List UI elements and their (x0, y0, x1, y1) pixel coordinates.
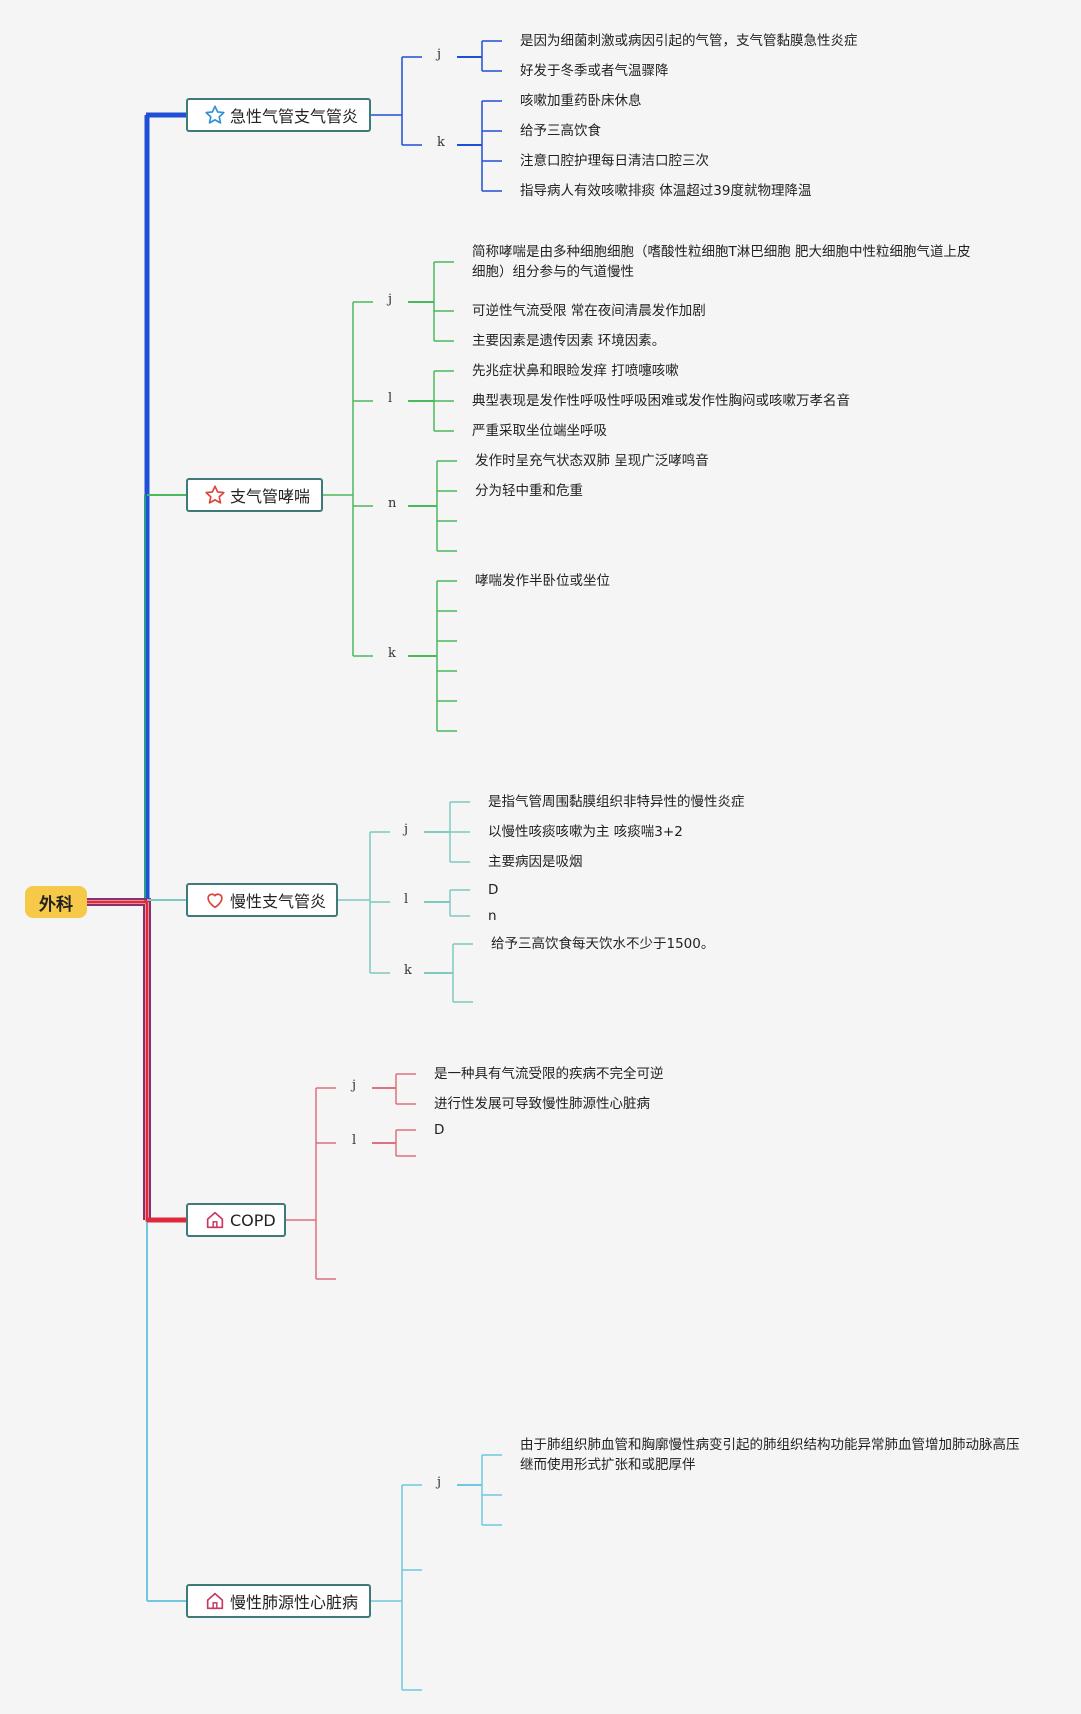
topic-node[interactable]: COPD (186, 1203, 286, 1237)
leaf-text: 严重采取坐位端坐呼吸 (472, 423, 607, 439)
leaf-text: 由于肺组织肺血管和胸廓慢性病变引起的肺组织结构功能异常肺血管增加肺动脉高压继而使… (520, 1437, 1020, 1473)
leaf-text: 好发于冬季或者气温骤降 (520, 63, 669, 79)
group-label: n (388, 496, 397, 511)
star-icon (204, 484, 226, 506)
topic-title: COPD (230, 1210, 276, 1230)
leaf-text: n (488, 908, 497, 924)
group-label: l (404, 892, 409, 907)
group-label: k (388, 646, 396, 661)
group-label: j (404, 822, 409, 837)
root-branch-purple (87, 898, 186, 1221)
leaf-text: 指导病人有效咳嗽排痰 体温超过39度就物理降温 (520, 183, 812, 199)
group-label: j (437, 47, 442, 62)
leaf-text: 给予三高饮食 (520, 123, 601, 139)
topic-title: 支气管哮喘 (230, 487, 311, 506)
leaf-text: 分为轻中重和危重 (475, 483, 583, 499)
heart-icon (204, 889, 226, 911)
root-branch-red (87, 900, 186, 1222)
root-label: 外科 (39, 894, 73, 915)
leaf-text: 发作时呈充气状态双肺 呈现广泛哮鸣音 (475, 453, 709, 469)
leaf-text: 进行性发展可导致慢性肺源性心脏病 (434, 1096, 650, 1112)
leaf-text: 注意口腔护理每日清洁口腔三次 (520, 153, 709, 169)
group-label: j (437, 1475, 442, 1490)
topic-title: 慢性肺源性心脏病 (230, 1593, 359, 1612)
leaf-text: 是因为细菌刺激或病因引起的气管，支气管黏膜急性炎症 (520, 33, 858, 49)
leaf-text: 哮喘发作半卧位或坐位 (475, 573, 610, 589)
topic-title: 急性气管支气管炎 (230, 107, 359, 126)
group-label: j (352, 1078, 357, 1093)
leaf-text: 给予三高饮食每天饮水不少于1500。 (491, 936, 715, 952)
leaf-text: 典型表现是发作性呼吸性呼吸困难或发作性胸闷或咳嗽万孝名音 (472, 393, 850, 409)
leaf-text: D (434, 1122, 445, 1138)
leaf-text: 是指气管周围黏膜组织非特异性的慢性炎症 (488, 794, 745, 810)
home-icon (204, 1590, 226, 1612)
topic-node[interactable]: 慢性肺源性心脏病 (186, 1584, 371, 1618)
topic-node[interactable]: 支气管哮喘 (186, 478, 323, 512)
star-outline-icon (204, 104, 226, 126)
leaf-text: 主要因素是遗传因素 环境因素。 (472, 333, 666, 349)
leaf-text: 以慢性咳痰咳嗽为主 咳痰喘3+2 (488, 824, 683, 840)
leaf-text: 先兆症状鼻和眼睑发痒 打喷嚏咳嗽 (472, 363, 679, 379)
leaf-text: 简称哮喘是由多种细胞细胞（嗜酸性粒细胞T淋巴细胞 肥大细胞中性粒细胞气道上皮细胞… (472, 244, 971, 280)
group-label: l (352, 1133, 357, 1148)
root-node[interactable]: 外科 (25, 886, 87, 918)
root-branch-purple (87, 904, 145, 1220)
group-label: k (404, 963, 412, 978)
home-icon (204, 1209, 226, 1231)
leaf-text: 可逆性气流受限 常在夜间清晨发作加剧 (472, 303, 706, 319)
leaf-text: 是一种具有气流受限的疾病不完全可逆 (434, 1066, 664, 1082)
group-label: l (388, 391, 393, 406)
topic-node[interactable]: 急性气管支气管炎 (186, 98, 371, 132)
leaf-text: 主要病因是吸烟 (488, 854, 583, 870)
leaf-text: 咳嗽加重药卧床休息 (520, 93, 642, 109)
group-label: j (388, 292, 393, 307)
topic-node[interactable]: 慢性支气管炎 (186, 883, 338, 917)
group-label: k (437, 135, 445, 150)
leaf-text: D (488, 882, 499, 898)
topic-title: 慢性支气管炎 (230, 892, 327, 911)
